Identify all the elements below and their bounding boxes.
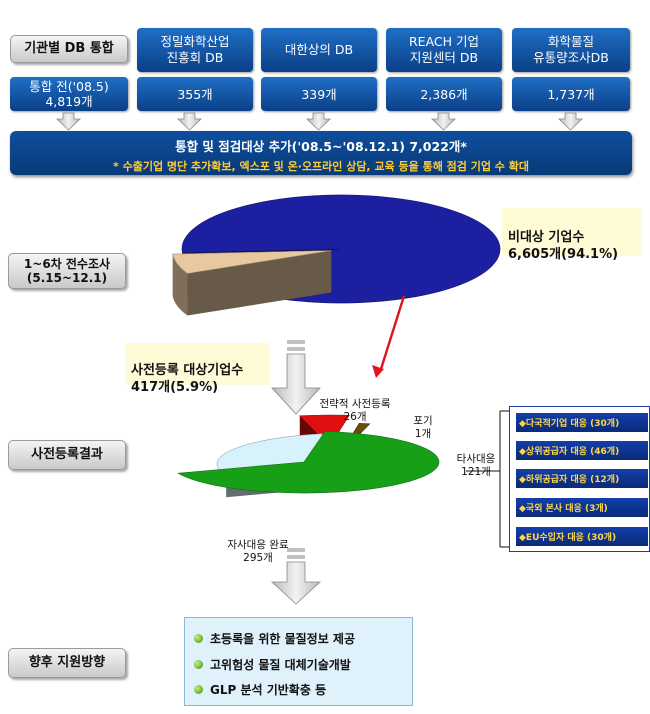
down-arrow-small-5 (558, 112, 583, 131)
merged-total-text: 통합 및 점검대상 추가('08.5~'08.12.1) 7,022개* (175, 139, 467, 154)
source-name-2: 대한상의 DB (284, 42, 354, 58)
legend-item-4-text: ◆국외 본사 대응 (3개) (519, 504, 608, 514)
bullet-icon (194, 660, 203, 669)
row-label-survey: 1~6차 전수조사 (5.15~12.1) (8, 253, 126, 289)
pie-slice-self (177, 431, 440, 494)
before-integration-count: 4,819개 (45, 94, 93, 109)
support-item-2: 고위험성 물질 대체기술개발 (194, 656, 351, 673)
source-count-4: 1,737개 (547, 86, 595, 102)
before-integration-label: 통합 전('08.5) (29, 79, 109, 94)
legend-connector (466, 410, 509, 548)
row-label-result: 사전등록결과 (8, 440, 126, 470)
source-count-3: 2,386개 (420, 86, 468, 102)
legend-item-2-text: ◆상위공급자 대응 (46개) (519, 447, 620, 457)
label-other-text: 타사대응 121개 (456, 453, 496, 479)
row-label-db-integration-text: 기관별 DB 통합 (24, 41, 114, 57)
label-strategic-text: 전략적 사전등록 26개 (319, 398, 391, 424)
label-other: 타사대응 121개 (446, 440, 506, 479)
red-callout-arrow (372, 295, 406, 378)
future-support-box: 초등록을 위한 물질정보 제공 고위험성 물질 대체기술개발 GLP 분석 기반… (184, 617, 413, 706)
source-box-2: 대한상의 DB (261, 28, 377, 72)
row-label-result-text: 사전등록결과 (31, 447, 103, 463)
source-count-box-1: 355개 (137, 77, 253, 111)
label-strategic: 전략적 사전등록 26개 (305, 385, 405, 424)
support-item-2-text: 고위험성 물질 대체기술개발 (210, 658, 351, 672)
source-name-1: 정밀화학산업 진흥회 DB (160, 34, 230, 65)
support-item-3: GLP 분석 기반확충 등 (194, 681, 326, 698)
down-arrow-big-1 (271, 340, 321, 415)
label-giveup: 포기 1개 (398, 402, 448, 441)
source-count-2: 339개 (301, 86, 337, 102)
down-arrow-big-2 (270, 548, 322, 605)
target-callout: 사전등록 대상기업수 417개(5.9%) (125, 343, 270, 395)
bullet-icon (194, 685, 203, 694)
legend-item-3: ◆하위공급자 대응 (12개) (516, 469, 648, 488)
legend-item-2: ◆상위공급자 대응 (46개) (516, 441, 648, 460)
legend-item-1-text: ◆다국적기업 대응 (30개) (519, 419, 620, 429)
down-arrow-small-2 (177, 112, 202, 131)
source-count-box-2: 339개 (261, 77, 377, 111)
row-label-future-text: 향후 지원방향 (28, 655, 106, 671)
pie-chart-survey (172, 194, 501, 316)
pie-slice-target (172, 250, 332, 316)
source-box-4: 화학물질 유통량조사DB (512, 28, 630, 72)
support-item-3-text: GLP 분석 기반확충 등 (210, 683, 327, 697)
merged-total-note: * 수출기업 명단 추가확보, 엑스포 및 온·오프라인 상담, 교육 등을 통… (113, 160, 529, 173)
legend-item-4: ◆국외 본사 대응 (3개) (516, 498, 648, 517)
support-item-1-text: 초등록을 위한 물질정보 제공 (210, 632, 356, 646)
label-self: 자사대응 완료 295개 (208, 526, 308, 565)
source-count-1: 355개 (177, 86, 213, 102)
row-label-survey-text: 1~6차 전수조사 (5.15~12.1) (23, 256, 111, 285)
legend-item-5-text: ◆EU수입자 대응 (30개) (519, 533, 617, 543)
label-self-text: 자사대응 완료 295개 (227, 539, 289, 565)
row-label-future: 향후 지원방향 (8, 648, 126, 678)
non-target-text: 비대상 기업수 6,605개(94.1%) (508, 229, 619, 262)
legend-item-5: ◆EU수입자 대응 (30개) (516, 527, 648, 546)
down-arrow-small-4 (431, 112, 456, 131)
bullet-icon (194, 634, 203, 643)
target-text: 사전등록 대상기업수 417개(5.9%) (131, 362, 244, 395)
other-breakdown-legend: ◆다국적기업 대응 (30개) ◆상위공급자 대응 (46개) ◆하위공급자 대… (509, 406, 650, 552)
pie-chart-result (177, 414, 440, 498)
support-item-1: 초등록을 위한 물질정보 제공 (194, 630, 355, 647)
non-target-callout: 비대상 기업수 6,605개(94.1%) (502, 208, 642, 262)
pie-result-slices (177, 414, 440, 498)
source-count-box-4: 1,737개 (512, 77, 630, 111)
down-arrow-small-3 (306, 112, 331, 131)
legend-item-1: ◆다국적기업 대응 (30개) (516, 413, 648, 432)
before-integration-box: 통합 전('08.5) 4,819개 (10, 77, 128, 111)
legend-item-3-text: ◆하위공급자 대응 (12개) (519, 475, 620, 485)
source-name-4: 화학물질 유통량조사DB (533, 34, 609, 65)
row-label-db-integration: 기관별 DB 통합 (10, 35, 128, 63)
source-count-box-3: 2,386개 (386, 77, 502, 111)
source-name-3: REACH 기업 지원센터 DB (408, 34, 479, 65)
label-giveup-text: 포기 1개 (413, 415, 433, 441)
down-arrow-small-1 (56, 112, 81, 131)
source-box-1: 정밀화학산업 진흥회 DB (137, 28, 253, 72)
source-box-3: REACH 기업 지원센터 DB (386, 28, 502, 72)
pie-survey-slices (172, 194, 501, 316)
merged-total-bar: 통합 및 점검대상 추가('08.5~'08.12.1) 7,022개* * 수… (10, 131, 632, 175)
